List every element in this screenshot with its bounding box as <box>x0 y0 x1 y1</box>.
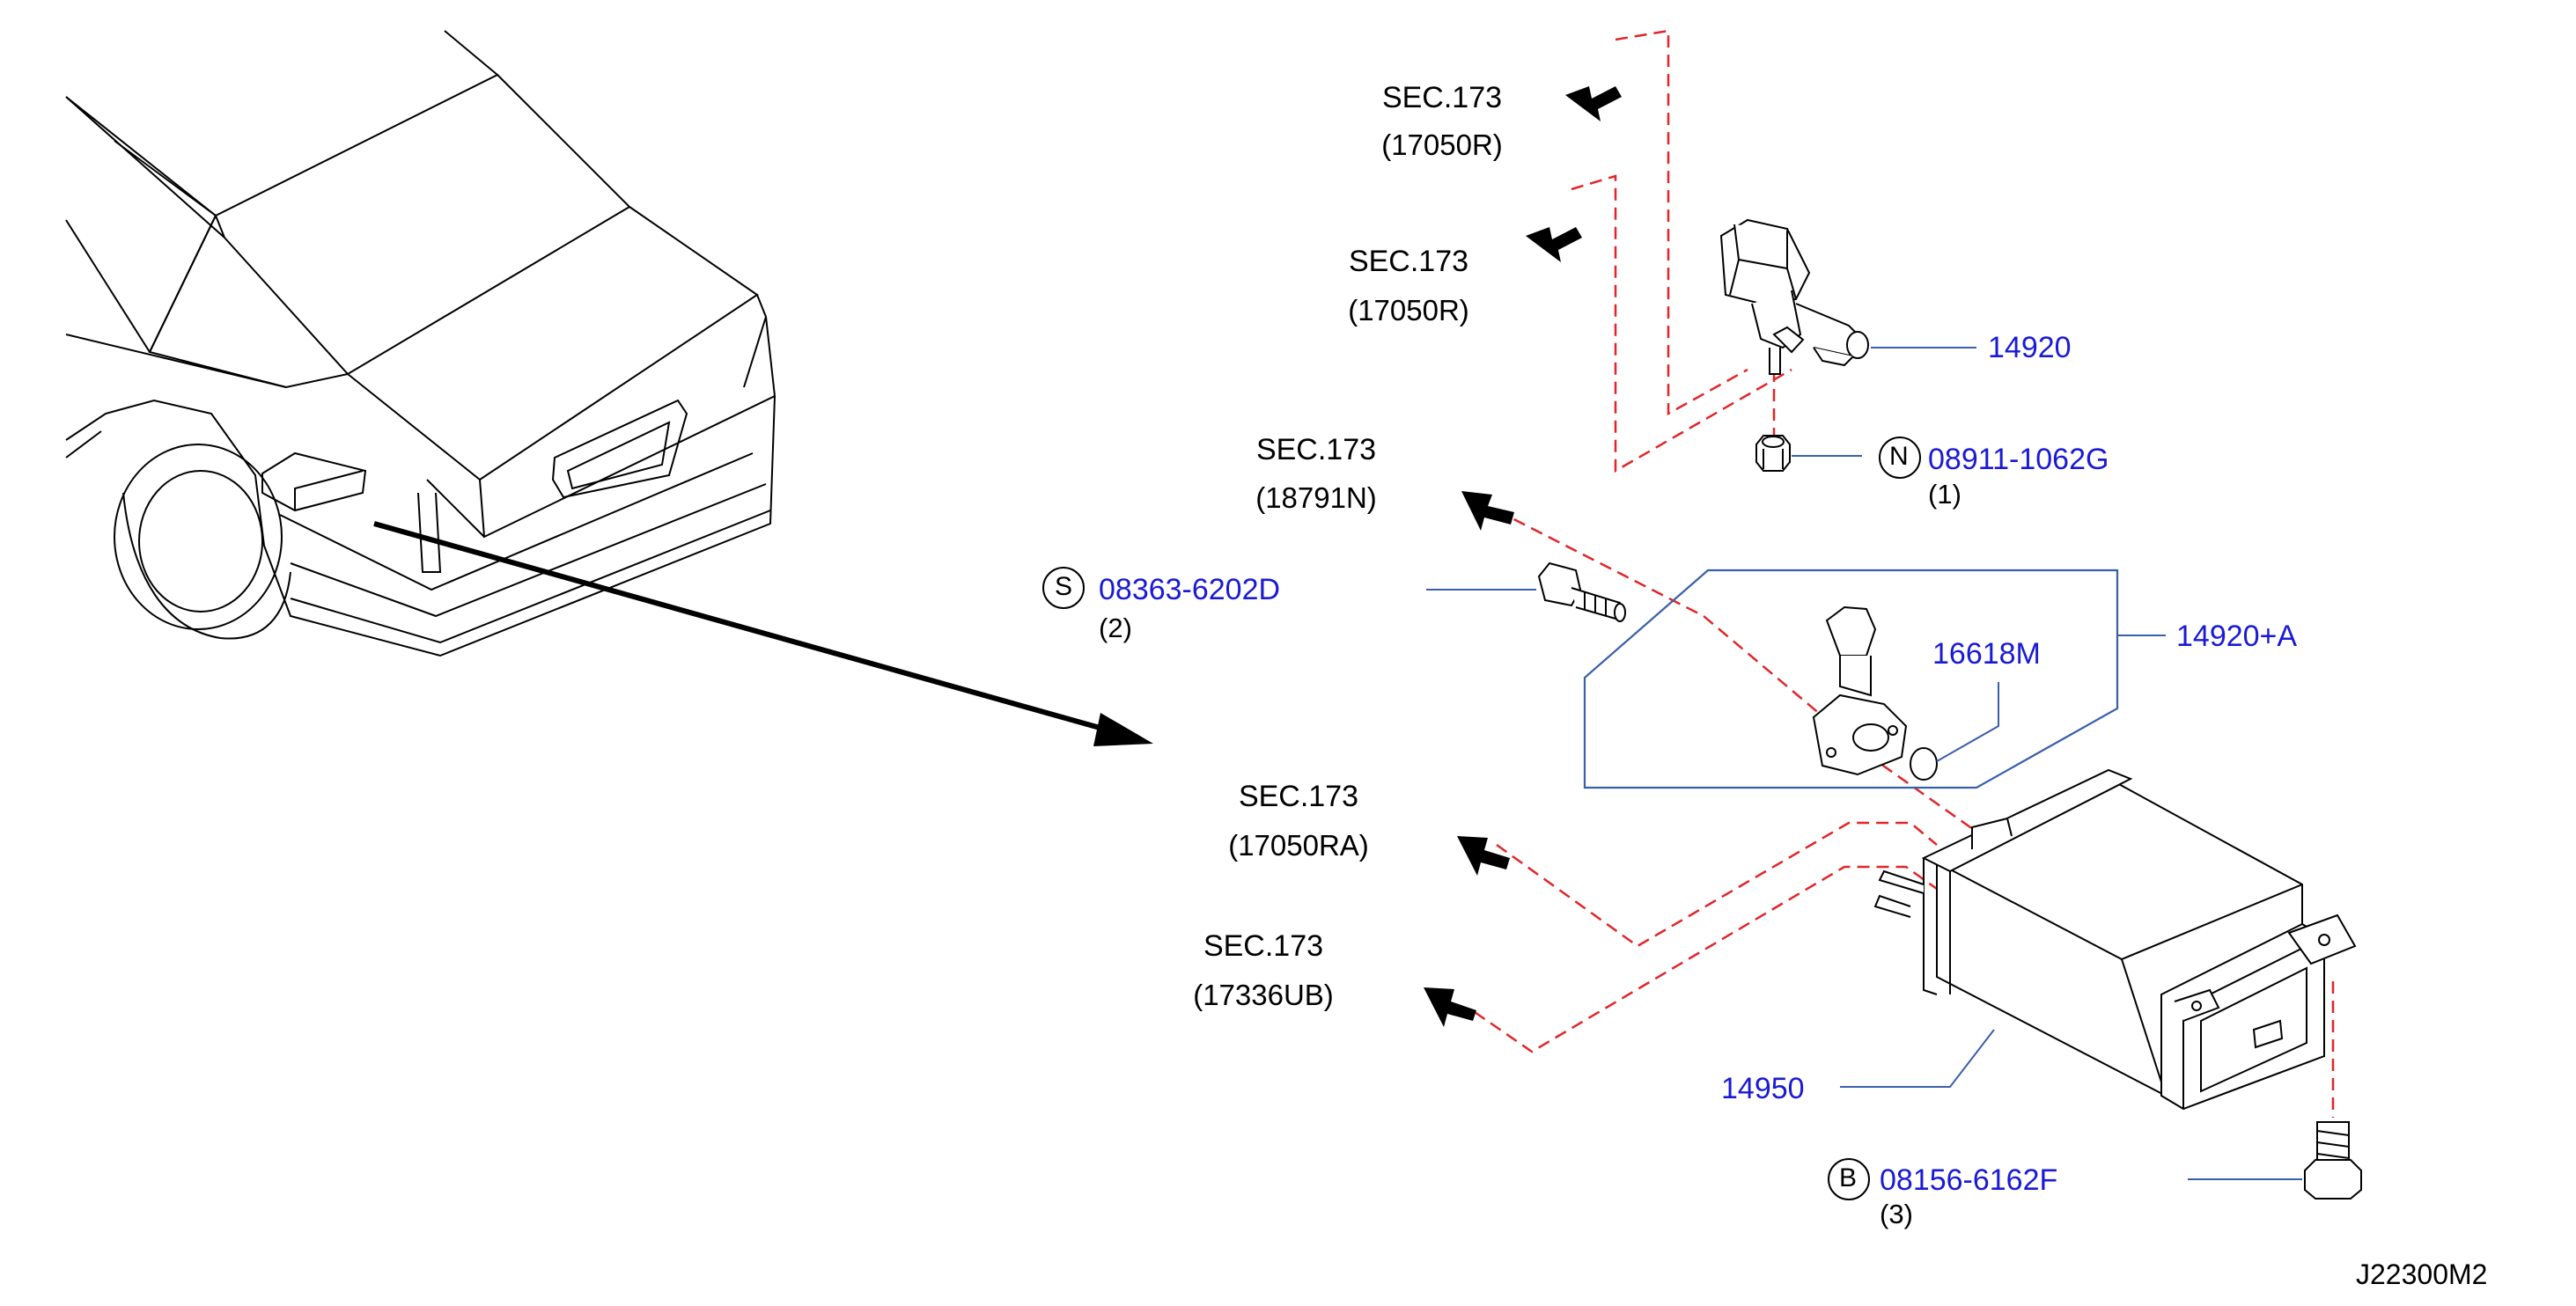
vehicle-rear-illustration <box>65 30 776 657</box>
sec-ref-2-label: SEC.173 <box>1348 245 1469 278</box>
sec-ref-3-label: SEC.173 <box>1255 433 1377 466</box>
canister-drawing <box>1873 768 2357 1111</box>
sec-ref-5-code: (17336UB) <box>1193 979 1334 1011</box>
part-number-screw[interactable]: 08363-6202D <box>1099 573 1281 606</box>
screw-drawing <box>1537 561 1626 622</box>
part-number-nut[interactable]: 08911-1062G <box>1928 443 2109 476</box>
leader-lines <box>1426 347 2302 1180</box>
part-number-valve[interactable]: 14920 <box>1988 331 2072 364</box>
direction-arrows <box>1424 86 1622 1027</box>
hose-routing <box>1474 29 2335 1118</box>
diagram-code: J22300M2 <box>2356 1258 2488 1290</box>
sec-ref-3-code: (18791N) <box>1255 481 1377 514</box>
screw-symbol: S <box>1055 572 1073 601</box>
part-number-assembly[interactable]: 14920+A <box>2176 620 2298 653</box>
bolt-drawing <box>2304 1121 2362 1200</box>
assembly-outline <box>1583 569 2119 789</box>
symbol-circles <box>1042 437 1921 1200</box>
sec-ref-2-code: (17050R) <box>1348 294 1469 326</box>
nut-drawing <box>1755 435 1791 472</box>
screw-quantity: (2) <box>1099 613 1132 643</box>
part-number-bolt[interactable]: 08156-6162F <box>1880 1163 2058 1197</box>
part-number-oring[interactable]: 16618M <box>1932 637 2041 671</box>
nut-symbol: N <box>1889 442 1909 471</box>
nut-quantity: (1) <box>1928 479 1961 510</box>
part-number-canister[interactable]: 14950 <box>1721 1072 1805 1105</box>
bolt-quantity: (3) <box>1880 1199 1913 1229</box>
sec-ref-4-code: (17050RA) <box>1228 829 1369 862</box>
sec-ref-5-label: SEC.173 <box>1203 929 1324 963</box>
location-arrow <box>373 521 1153 746</box>
o-ring-drawing <box>1910 747 1938 781</box>
purge-valve-drawing <box>1719 218 1869 375</box>
sec-ref-1-label: SEC.173 <box>1381 81 1503 114</box>
sec-ref-4-label: SEC.173 <box>1238 780 1359 813</box>
pressure-sensor-drawing <box>1812 605 1908 776</box>
sec-ref-1-code: (17050R) <box>1381 128 1503 161</box>
bolt-symbol: B <box>1839 1163 1858 1192</box>
